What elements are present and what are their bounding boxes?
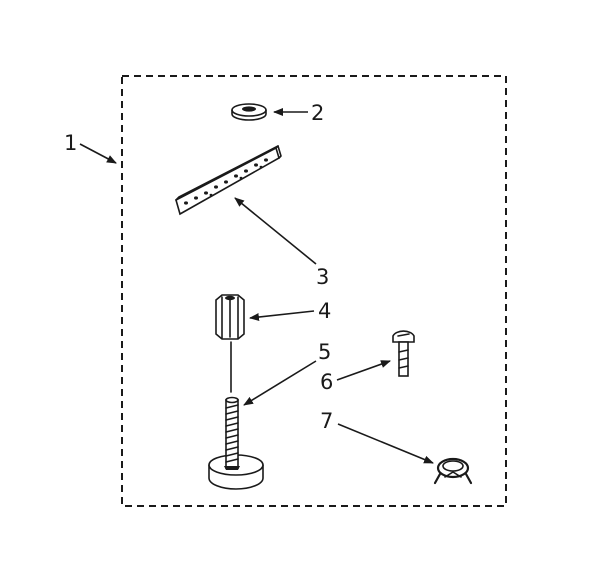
callout-5: 5	[318, 340, 331, 364]
callout-3: 3	[316, 265, 329, 289]
callout-7: 7	[320, 409, 333, 433]
leader-3	[234, 197, 317, 265]
leader-7	[337, 423, 434, 464]
callout-6: 6	[320, 370, 333, 394]
stud-threads	[225, 404, 239, 463]
leader-4	[249, 310, 315, 321]
part-4-coupling-nut	[215, 294, 245, 340]
strap-holes	[184, 158, 268, 205]
callout-4: 4	[318, 299, 331, 323]
leader-1	[79, 143, 117, 164]
leader-6	[336, 360, 391, 381]
callout-1: 1	[64, 131, 77, 155]
callout-2: 2	[311, 101, 324, 125]
leader-5	[243, 360, 317, 406]
part-5-leveling-stud	[208, 396, 264, 490]
kit-boundary-dashed-frame	[121, 75, 507, 507]
part-2-washer	[231, 103, 267, 121]
part-3-strap	[175, 145, 282, 216]
part-6-screw	[392, 330, 415, 377]
part-7-clip	[433, 457, 473, 485]
